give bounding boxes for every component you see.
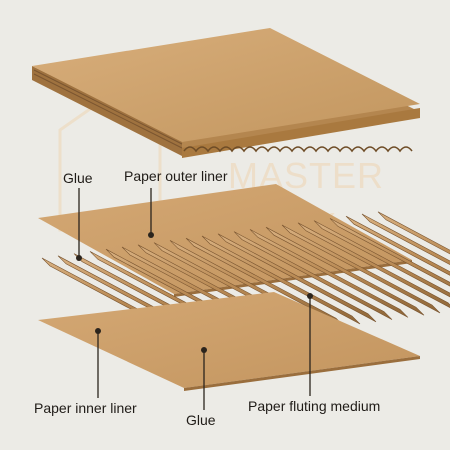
assembled-board-front-edge	[182, 108, 420, 158]
flute-ridge	[249, 229, 409, 318]
flute-ridge	[297, 222, 450, 308]
glue-top-label: Glue	[63, 170, 93, 186]
fluting-label: Paper fluting medium	[248, 398, 380, 414]
flute-ridge	[329, 218, 450, 287]
flute-ridge	[201, 235, 361, 325]
flute-ridge	[217, 233, 377, 323]
glue-bottom-label: Glue	[186, 412, 216, 428]
assembled-board-top-face	[32, 28, 420, 142]
outer-liner-label: Paper outer liner	[124, 168, 228, 184]
inner-liner-edge	[184, 356, 420, 391]
flute-ridge	[265, 226, 425, 316]
flute-ridge	[281, 224, 441, 314]
inner-liner-label: Paper inner liner	[34, 400, 137, 416]
assembled-board-flute-edge	[183, 146, 413, 153]
flute-ridge	[377, 211, 450, 255]
flute-ridge	[233, 231, 393, 320]
inner-liner-sheet	[38, 292, 420, 388]
flute-ridge	[345, 215, 450, 276]
flute-ridge	[361, 213, 450, 266]
assembled-board-left-flutes	[33, 69, 183, 149]
assembled-board	[32, 28, 420, 158]
flute-ridge	[313, 220, 450, 298]
